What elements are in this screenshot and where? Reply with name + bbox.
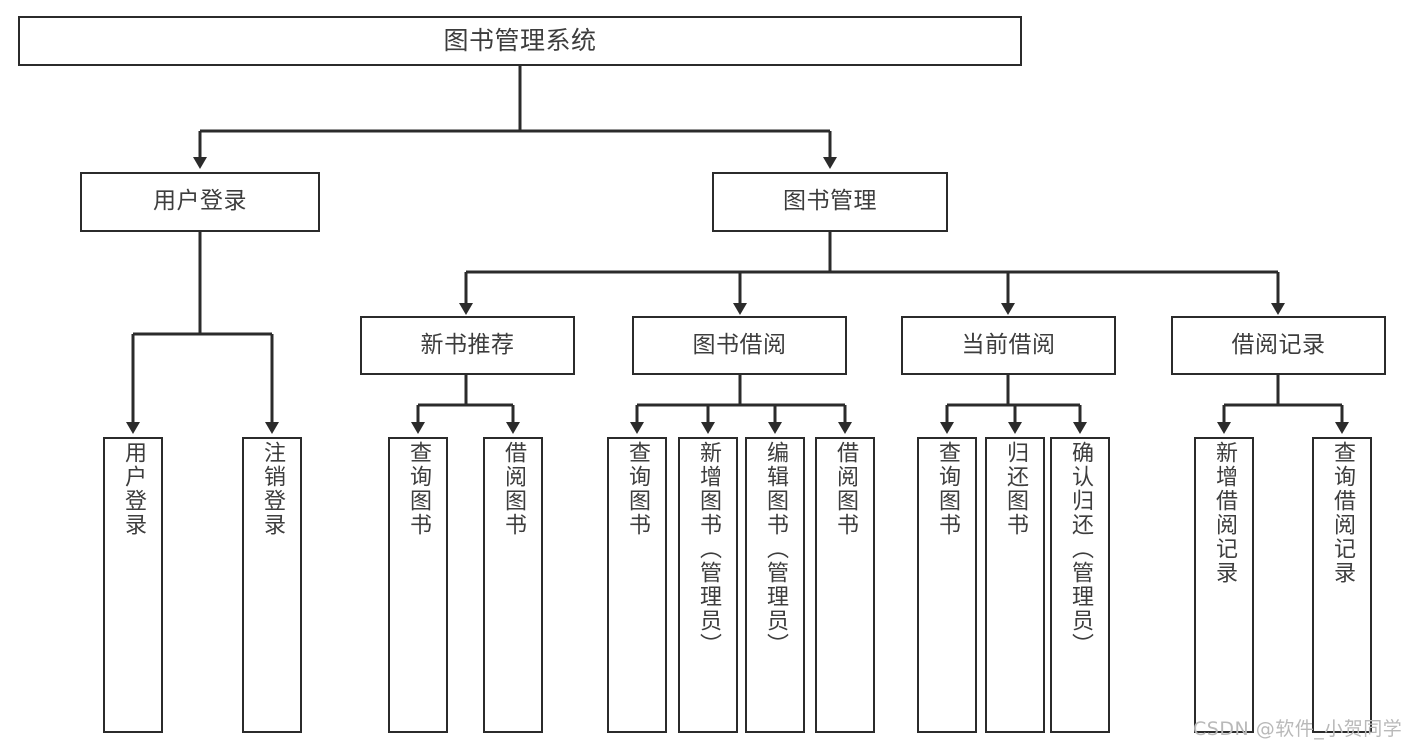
node-leaf-user-login[interactable]: 用户登录 xyxy=(103,437,163,733)
watermark-csdn: CSDN @软件_小贺同学 xyxy=(1193,718,1403,740)
node-label: 归还图书 xyxy=(1002,441,1028,537)
node-label: 借阅记录 xyxy=(1231,331,1326,358)
node-leaf-borrow-book-recommend[interactable]: 借阅图书 xyxy=(483,437,543,733)
node-leaf-borrow-book[interactable]: 借阅图书 xyxy=(815,437,875,733)
node-new-book-recommend[interactable]: 新书推荐 xyxy=(360,316,575,375)
node-book-borrow[interactable]: 图书借阅 xyxy=(632,316,847,375)
node-book-management[interactable]: 图书管理 xyxy=(712,172,948,232)
node-leaf-query-borrow-record[interactable]: 查询借阅记录 xyxy=(1312,437,1372,733)
node-label: 借阅图书 xyxy=(832,441,858,537)
node-leaf-query-book-borrow[interactable]: 查询图书 xyxy=(607,437,667,733)
node-label: 图书管理 xyxy=(783,188,877,215)
node-label: 新书推荐 xyxy=(420,331,515,358)
node-leaf-confirm-return-admin[interactable]: 确认归还（管理员） xyxy=(1050,437,1110,733)
node-leaf-add-book-admin[interactable]: 新增图书（管理员） xyxy=(678,437,738,733)
node-current-borrow[interactable]: 当前借阅 xyxy=(901,316,1116,375)
node-leaf-edit-book-admin[interactable]: 编辑图书（管理员） xyxy=(745,437,805,733)
node-label: 新增图书（管理员） xyxy=(695,441,721,657)
node-label: 确认归还（管理员） xyxy=(1067,441,1093,657)
node-label: 注销登录 xyxy=(259,441,285,537)
node-label: 查询借阅记录 xyxy=(1329,441,1355,585)
node-label: 查询图书 xyxy=(934,441,960,537)
node-leaf-query-book-recommend[interactable]: 查询图书 xyxy=(388,437,448,733)
node-leaf-query-book-current[interactable]: 查询图书 xyxy=(917,437,977,733)
node-leaf-return-book[interactable]: 归还图书 xyxy=(985,437,1045,733)
node-label: 图书借阅 xyxy=(692,331,787,358)
node-borrow-record[interactable]: 借阅记录 xyxy=(1171,316,1386,375)
node-label: 新增借阅记录 xyxy=(1211,441,1237,585)
node-label: 用户登录 xyxy=(153,188,247,215)
node-leaf-logout[interactable]: 注销登录 xyxy=(242,437,302,733)
node-label: 编辑图书（管理员） xyxy=(762,441,788,657)
node-label: 图书管理系统 xyxy=(443,26,597,55)
node-label: 查询图书 xyxy=(624,441,650,537)
node-label: 借阅图书 xyxy=(500,441,526,537)
node-user-login[interactable]: 用户登录 xyxy=(80,172,320,232)
node-leaf-add-borrow-record[interactable]: 新增借阅记录 xyxy=(1194,437,1254,733)
node-label: 当前借阅 xyxy=(961,331,1056,358)
node-root-book-management-system[interactable]: 图书管理系统 xyxy=(18,16,1022,66)
node-label: 查询图书 xyxy=(405,441,431,537)
node-label: 用户登录 xyxy=(120,441,146,537)
